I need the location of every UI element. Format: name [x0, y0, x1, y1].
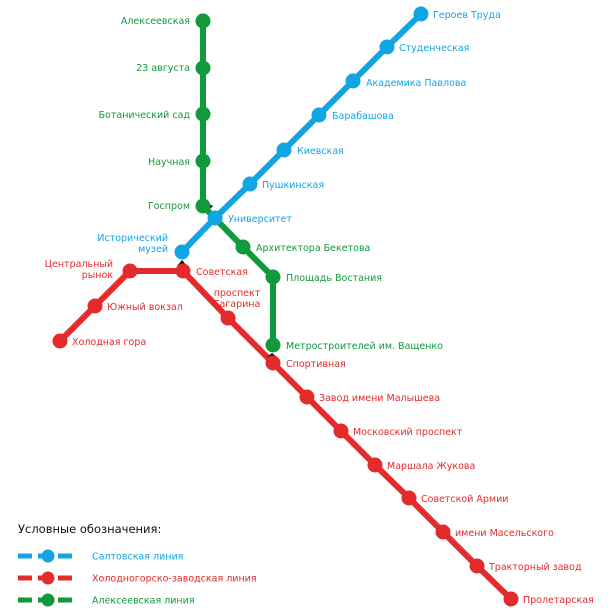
station-label-архитектора-бекетова: Архитектора Бекетова — [256, 243, 370, 254]
station-dot-исторический-музей[interactable] — [174, 244, 190, 260]
station-dot-тракторный-завод[interactable] — [469, 558, 485, 574]
station-dot-киевская[interactable] — [276, 142, 292, 158]
station-dot-проспект-гагарина[interactable] — [220, 310, 236, 326]
station-label-советская: Советская — [196, 267, 248, 278]
station-dot-центральный-рынок[interactable] — [122, 263, 138, 279]
station-label-академика-павлова: Академика Павлова — [366, 78, 466, 89]
station-dot-московский-проспект[interactable] — [333, 423, 349, 439]
station-dot-алексеевская[interactable] — [195, 13, 211, 29]
station-label-площадь-востания: Площадь Востания — [286, 273, 382, 284]
station-dot-холодная-гора[interactable] — [52, 333, 68, 349]
station-label-советской-армии: Советской Армии — [421, 494, 508, 505]
station-label-героев-труда: Героев Труда — [433, 10, 501, 21]
station-label-метростроителей-им-ващенко: Метростроителей им. Ващенко — [286, 341, 443, 352]
station-label-южный-вокзал: Южный вокзал — [107, 302, 183, 313]
station-dot-23-августа[interactable] — [195, 60, 211, 76]
legend-swatch-dot-green — [41, 593, 55, 607]
legend-swatch-dot-blue — [41, 549, 55, 563]
station-dot-университет[interactable] — [207, 210, 223, 226]
station-dot-пушкинская[interactable] — [242, 176, 258, 192]
station-label-научная: Научная — [148, 157, 190, 168]
station-label-пролетарская: Пролетарская — [523, 595, 594, 606]
legend: Условные обозначения: Салтовская линияХо… — [18, 522, 257, 607]
station-dots — [52, 6, 519, 607]
legend-swatch-dot-red — [41, 571, 55, 585]
station-label-алексеевская: Алексеевская — [121, 16, 190, 27]
station-label-тракторный-завод: Тракторный завод — [488, 562, 582, 573]
station-dot-южный-вокзал[interactable] — [87, 298, 103, 314]
station-label-киевская: Киевская — [297, 146, 344, 157]
station-dot-студенческая[interactable] — [379, 39, 395, 55]
station-label-университет: Университет — [228, 214, 292, 225]
station-dot-спортивная[interactable] — [265, 355, 281, 371]
station-dot-ботанический-сад[interactable] — [195, 106, 211, 122]
station-dot-пролетарская[interactable] — [503, 591, 519, 607]
station-dot-имени-масельского[interactable] — [435, 524, 451, 540]
station-dot-госпром[interactable] — [195, 198, 211, 214]
station-label-холодная-гора: Холодная гора — [72, 337, 146, 348]
station-dot-маршала-жукова[interactable] — [367, 457, 383, 473]
station-label-ботанический-сад: Ботанический сад — [99, 110, 191, 121]
station-dot-площадь-востания[interactable] — [265, 269, 281, 285]
station-label-завод-имени-малышева: Завод имени Малышева — [319, 393, 440, 404]
station-dot-научная[interactable] — [195, 153, 211, 169]
station-label-студенческая: Студенческая — [399, 43, 469, 54]
station-dot-академика-павлова[interactable] — [345, 73, 361, 89]
legend-label-blue: Салтовская линия — [92, 552, 183, 563]
station-dot-советской-армии[interactable] — [401, 490, 417, 506]
station-label-барабашова: Барабашова — [332, 111, 394, 122]
station-dot-барабашова[interactable] — [311, 107, 327, 123]
station-label-спортивная: Спортивная — [286, 359, 346, 370]
station-label-23-августа: 23 августа — [136, 63, 190, 74]
legend-label-red: Холодногорско-заводская линия — [92, 574, 257, 585]
station-dot-метростроителей-им-ващенко[interactable] — [265, 337, 281, 353]
legend-title: Условные обозначения: — [18, 522, 161, 536]
station-dot-архитектора-бекетова[interactable] — [235, 239, 251, 255]
station-label-пушкинская: Пушкинская — [262, 180, 324, 191]
station-dot-героев-труда[interactable] — [413, 6, 429, 22]
route-blue — [179, 11, 424, 255]
station-label-московский-проспект: Московский проспект — [353, 427, 463, 438]
station-label-госпром: Госпром — [148, 201, 190, 212]
station-dot-завод-имени-малышева[interactable] — [299, 389, 315, 405]
station-label-имени-масельского: имени Масельского — [455, 528, 554, 539]
station-dot-советская[interactable] — [175, 263, 191, 279]
station-label-маршала-жукова: Маршала Жукова — [387, 461, 475, 472]
legend-label-green: Алексеевская линия — [92, 596, 195, 607]
